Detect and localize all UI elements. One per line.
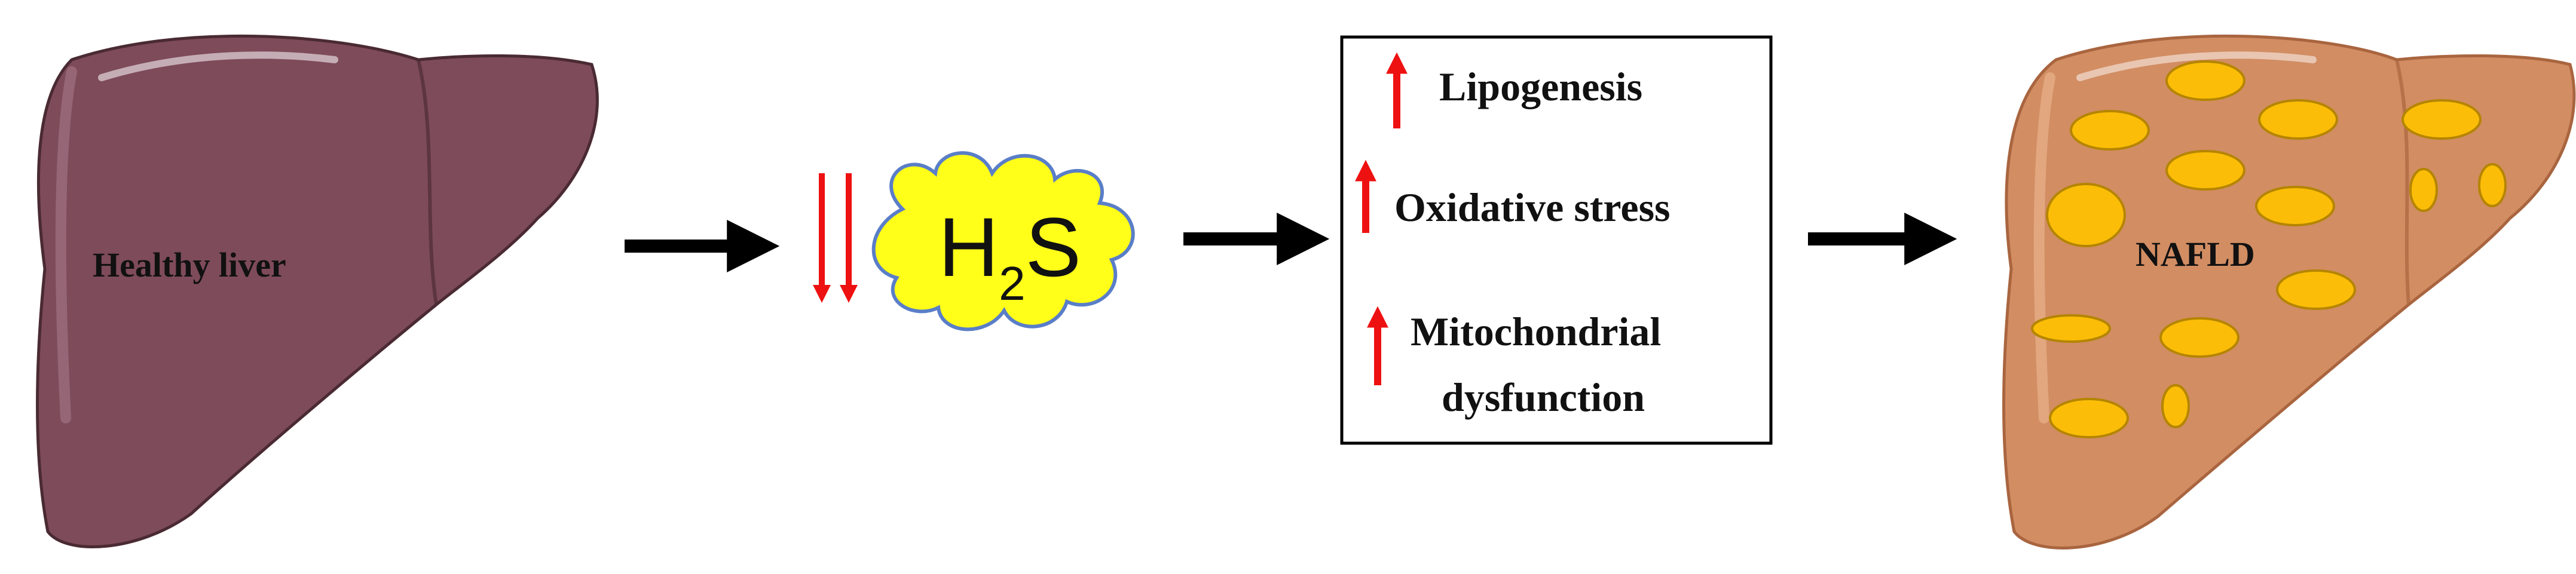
fat-droplet: [2165, 60, 2245, 101]
fat-droplet: [2046, 183, 2126, 247]
fat-droplet: [2409, 168, 2438, 212]
h2s-cloud: [871, 151, 1135, 331]
healthy-liver-label: Healthy liver: [93, 245, 286, 284]
effects-box-border: [1340, 35, 1773, 445]
fat-droplet: [2401, 99, 2482, 140]
fat-droplet: [2258, 99, 2338, 140]
fat-droplet: [2031, 314, 2111, 343]
healthy-liver-shine: [98, 51, 338, 81]
nafld-liver: NAFLD: [2002, 34, 2576, 550]
fat-droplet: [2161, 384, 2190, 428]
h2s-s: S: [1026, 200, 1081, 294]
effect-oxidative-stress: Oxidative stress: [1394, 185, 1671, 230]
nafld-liver-shine: [2076, 51, 2317, 81]
nafld-label: NAFLD: [2136, 235, 2255, 274]
effect-lipogenesis: Lipogenesis: [1439, 64, 1642, 109]
fat-droplet: [2049, 398, 2129, 438]
fat-droplets: [2031, 60, 2507, 438]
fat-droplet: [2159, 317, 2240, 358]
h2s-decrease: H2S: [813, 151, 1135, 331]
effect-dysfunction: dysfunction: [1442, 375, 1645, 420]
fat-droplet: [2165, 150, 2245, 191]
fat-droplet: [2255, 186, 2335, 226]
nafld-liver-edge-highlight: [2033, 72, 2055, 423]
h2s-h: H: [938, 200, 999, 294]
fat-droplet: [2070, 110, 2150, 151]
effect-mitochondrial: Mitochondrial: [1411, 309, 1661, 354]
healthy-liver-lobe-line: [417, 59, 438, 305]
healthy-liver: Healthy liver: [36, 34, 599, 548]
effects-box: Lipogenesis Oxidative stress Mitochondri…: [1340, 35, 1773, 445]
h2s-subscript: 2: [999, 257, 1026, 310]
fat-droplet: [2478, 163, 2507, 207]
fat-droplet: [2276, 269, 2356, 310]
healthy-liver-edge-highlight: [55, 66, 77, 423]
healthy-liver-shape: [36, 34, 599, 548]
h2s-label: H2S: [938, 200, 1081, 310]
nafld-liver-lobe-line: [2395, 59, 2410, 305]
